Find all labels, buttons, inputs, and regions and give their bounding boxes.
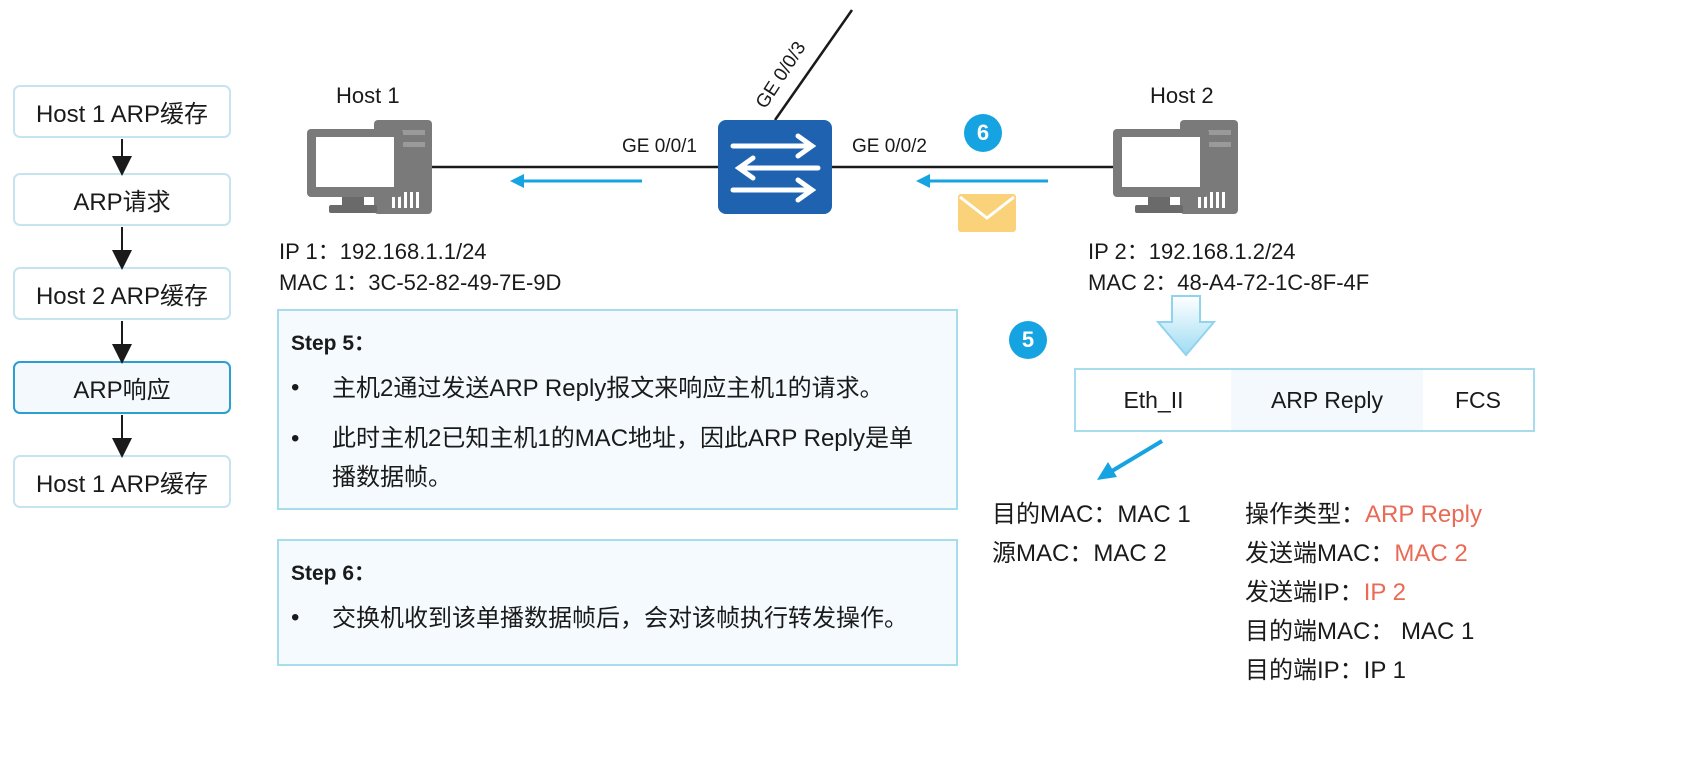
arp-op-type: 操作类型：ARP Reply	[1245, 494, 1482, 529]
arp-sender-ip: 发送端IP：IP 2	[1245, 572, 1406, 607]
host1-computer-icon	[307, 120, 432, 214]
host1-name: Host 1	[336, 83, 400, 108]
step6-bullet-1: 交换机收到该单播数据帧后，会对该帧执行转发操作。	[332, 599, 908, 638]
forward-direction-arrows	[510, 174, 1048, 188]
eth-dst-mac: 目的MAC：MAC 1	[992, 501, 1191, 528]
flow-step-label: ARP请求	[73, 189, 171, 216]
step6-panel: Step 6： • 交换机收到该单播数据帧后，会对该帧执行转发操作。	[277, 539, 958, 666]
flow-step-host1-cache: Host 1 ARP缓存	[13, 85, 231, 138]
host2-name: Host 2	[1150, 83, 1214, 108]
bullet-dot: •	[291, 374, 300, 401]
field-value: IP 2	[1363, 579, 1406, 606]
flow-step-label: Host 1 ARP缓存	[35, 471, 209, 498]
link-switch-uplink	[773, 9, 854, 121]
arp-target-mac: 目的端MAC： MAC 1	[1245, 618, 1475, 645]
frame-fcs: FCS	[1423, 368, 1535, 432]
frame-eth-header: Eth_II	[1074, 368, 1233, 432]
host2-computer-icon	[1113, 120, 1238, 214]
bullet-line: 播数据帧。	[332, 464, 452, 491]
port-label-ge002: GE 0/0/2	[852, 136, 927, 157]
bullet-dot: •	[291, 604, 300, 631]
frame-field-label: Eth_II	[1123, 386, 1184, 413]
flow-step-label: ARP响应	[73, 377, 171, 404]
frame-arp-reply: ARP Reply	[1231, 368, 1425, 432]
flow-step-arp-request: ARP请求	[13, 173, 231, 226]
arp-target-ip: 目的端IP：IP 1	[1245, 657, 1406, 684]
host1-ip: IP 1：192.168.1.1/24	[279, 239, 487, 264]
arp-sender-mac: 发送端MAC：MAC 2	[1245, 533, 1468, 568]
frame-field-label: ARP Reply	[1270, 386, 1384, 413]
step5-title: Step 5：	[291, 332, 376, 355]
bullet-line: 此时主机2已知主机1的MAC地址，因此ARP Reply是单	[332, 425, 913, 452]
flow-step-label: Host 2 ARP缓存	[35, 283, 209, 310]
field-value: MAC 2	[1394, 540, 1468, 567]
step5-panel: Step 5： • 主机2通过发送ARP Reply报文来响应主机1的请求。 •…	[277, 309, 958, 510]
port-label-ge001: GE 0/0/1	[622, 136, 697, 157]
step5-bullet-2: 此时主机2已知主机1的MAC地址，因此ARP Reply是单 播数据帧。	[332, 419, 913, 497]
flow-step-arp-reply: ARP响应	[13, 361, 231, 414]
host1-mac: MAC 1：3C-52-82-49-7E-9D	[279, 270, 562, 295]
switch-icon	[718, 120, 832, 214]
host2-mac: MAC 2：48-A4-72-1C-8F-4F	[1088, 270, 1370, 295]
field-label: 发送端MAC：	[1245, 540, 1395, 567]
envelope-icon	[958, 194, 1016, 232]
field-label: 操作类型：	[1245, 501, 1365, 528]
bullet-line: 交换机收到该单播数据帧后，会对该帧执行转发操作。	[332, 605, 908, 632]
step6-badge: 6	[964, 114, 1002, 152]
field-value: ARP Reply	[1365, 501, 1482, 528]
host2-ip: IP 2：192.168.1.2/24	[1088, 239, 1296, 264]
eth-src-mac: 源MAC：MAC 2	[992, 540, 1167, 567]
field-label: 发送端IP：	[1245, 579, 1364, 606]
step5-badge: 5	[1009, 321, 1047, 359]
frame-field-label: FCS	[1455, 386, 1501, 413]
down-arrow-icon	[1155, 295, 1217, 357]
flow-step-label: Host 1 ARP缓存	[35, 101, 209, 128]
flow-step-host2-cache: Host 2 ARP缓存	[13, 267, 231, 320]
eth-detail-arrow	[1097, 439, 1164, 480]
bullet-dot: •	[291, 425, 300, 452]
step6-title: Step 6：	[291, 562, 376, 585]
step5-bullet-1: 主机2通过发送ARP Reply报文来响应主机1的请求。	[332, 369, 884, 408]
bullet-line: 主机2通过发送ARP Reply报文来响应主机1的请求。	[332, 375, 884, 402]
